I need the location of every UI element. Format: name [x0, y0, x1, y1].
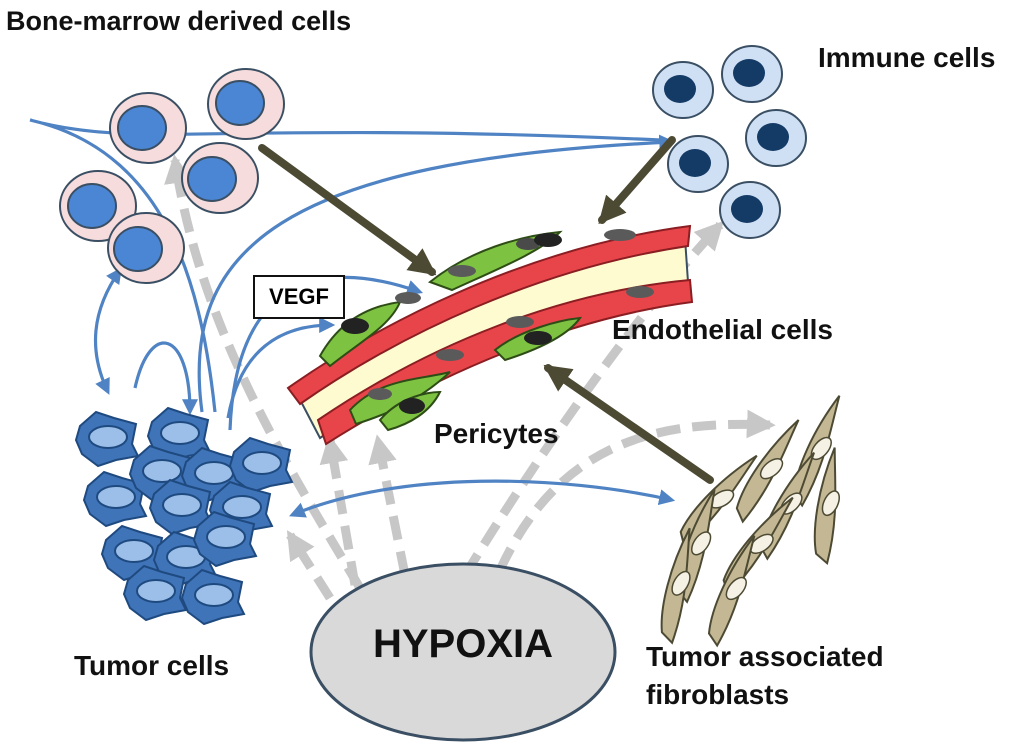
- hypoxia-ellipse: [309, 562, 617, 742]
- immune-label: Immune cells: [818, 42, 996, 73]
- hypoxia-arrow-vessel-1: [319, 434, 360, 586]
- immune-cells: [652, 45, 807, 239]
- recruit-fibroblasts-to-vessel: [543, 364, 714, 484]
- hypoxia-label: HYPOXIA: [372, 622, 554, 666]
- bone-marrow-cell: [59, 170, 137, 242]
- bone-marrow-cell: [181, 142, 259, 214]
- signal-arrows: [29, 118, 676, 518]
- hypoxia-arrow-fibroblasts: [495, 409, 776, 572]
- signal-tumor-immune: [197, 134, 676, 413]
- hypoxia-arrow-vessel-2: [368, 434, 410, 576]
- bone-marrow-label: Bone-marrow derived cells: [6, 6, 352, 36]
- recruit-bone-marrow-to-vessel: [258, 144, 437, 276]
- immune-cell: [667, 135, 729, 193]
- fibroblasts-label: Tumor associated fibroblasts: [646, 638, 884, 714]
- fibroblasts-label-line1: Tumor associated: [646, 641, 884, 672]
- signal-loop-left: [133, 341, 198, 416]
- bone-marrow-cells: [59, 68, 285, 284]
- blood-vessel: [286, 224, 694, 446]
- hypoxia-arrow-bone-marrow: [164, 154, 364, 591]
- endothelial-label: Endothelial cells: [612, 314, 833, 345]
- recruit-immune-to-vessel: [598, 136, 676, 225]
- signal-tumor-fibroblasts: [289, 479, 676, 518]
- bone-marrow-cell: [107, 212, 185, 284]
- vegf-box: VEGF: [253, 275, 345, 319]
- signal-tumor-bone-marrow: [93, 267, 122, 395]
- recruitment-arrows: [258, 136, 714, 484]
- pericytes-label: Pericytes: [434, 418, 559, 449]
- tumor-cells: [75, 407, 293, 625]
- bone-marrow-cell: [207, 68, 285, 140]
- immune-cell: [719, 181, 781, 239]
- immune-cell: [721, 45, 783, 103]
- tumor-label: Tumor cells: [74, 650, 230, 681]
- fibroblasts-label-line2: fibroblasts: [646, 679, 790, 710]
- bone-marrow-cell: [109, 92, 187, 164]
- immune-cell: [745, 109, 807, 167]
- hypoxia-arrow-tumor: [286, 530, 334, 601]
- immune-cell: [652, 61, 714, 119]
- signal-tumor-vessel-2: [226, 317, 336, 419]
